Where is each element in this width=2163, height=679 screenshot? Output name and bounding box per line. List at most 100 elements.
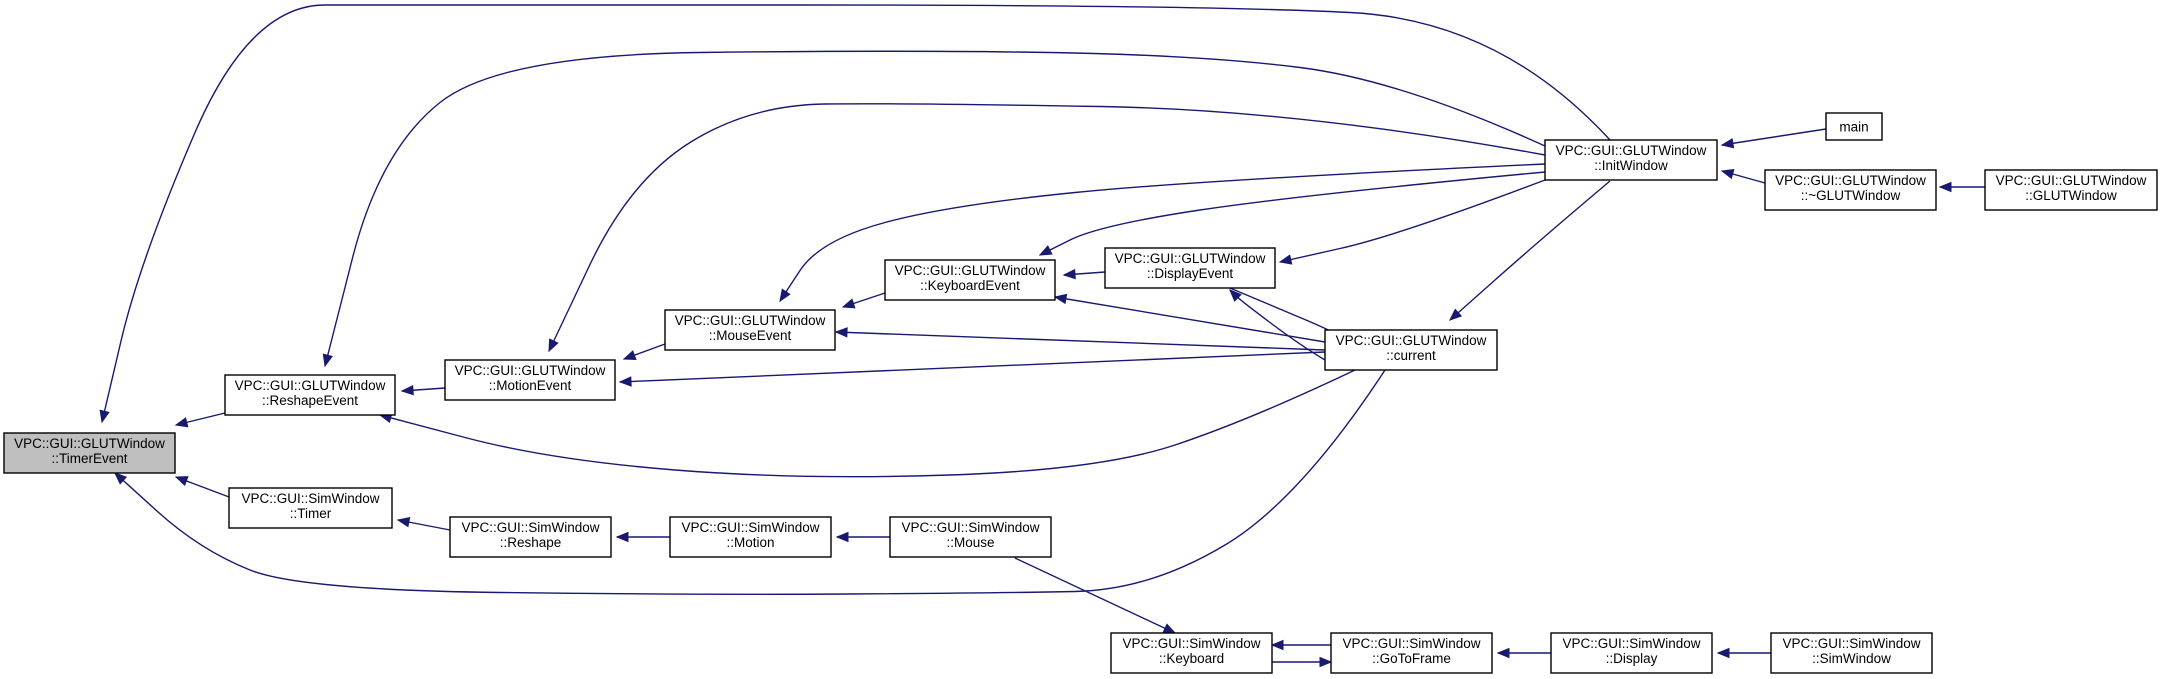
node-label-method: ::MouseEvent	[709, 328, 792, 343]
node-gotoframe[interactable]: VPC::GUI::SimWindow::GoToFrame	[1330, 632, 1493, 674]
arrowhead-icon	[835, 531, 849, 543]
node-main[interactable]: main	[1825, 112, 1883, 141]
arrowhead-icon	[1053, 293, 1068, 305]
arrowhead-icon	[618, 376, 632, 387]
arrowhead-icon	[114, 472, 128, 485]
edge-timerevent-to-timer	[174, 476, 230, 498]
arrowhead-icon	[1319, 656, 1333, 668]
node-current[interactable]: VPC::GUI::GLUTWindow::current	[1324, 329, 1498, 371]
arrowhead-icon	[1229, 289, 1242, 302]
node-label-method: ::TimerEvent	[51, 451, 127, 466]
node-dtor[interactable]: VPC::GUI::GLUTWindow::~GLUTWindow	[1764, 169, 1937, 211]
arrowhead-icon	[99, 409, 110, 424]
node-label-scope: VPC::GUI::SimWindow	[1782, 636, 1920, 651]
node-reshape[interactable]: VPC::GUI::SimWindow::Reshape	[449, 516, 612, 558]
node-display[interactable]: VPC::GUI::SimWindow::Display	[1550, 632, 1713, 674]
node-displayevent[interactable]: VPC::GUI::GLUTWindow::DisplayEvent	[1104, 247, 1276, 289]
arrowhead-icon	[1162, 623, 1177, 634]
arrowhead-icon	[1278, 254, 1293, 265]
node-keyboardevent[interactable]: VPC::GUI::GLUTWindow::KeyboardEvent	[884, 259, 1056, 301]
edge-display-to-simwindow	[1716, 647, 1771, 659]
node-label-method: ::Mouse	[946, 535, 994, 550]
node-label-scope: VPC::GUI::GLUTWindow	[1115, 251, 1266, 266]
node-label-method: ::Reshape	[500, 535, 562, 550]
edge-initwindow-to-main	[1720, 128, 1827, 149]
node-box	[889, 516, 1052, 558]
arrowhead-icon	[1720, 138, 1735, 149]
edge-gotoframe-to-display	[1496, 647, 1551, 659]
edge-gotoframe-to-keyboard	[1272, 656, 1333, 668]
edge-keyboardevent-to-current	[1053, 293, 1326, 343]
node-box	[444, 359, 616, 401]
node-simwindow[interactable]: VPC::GUI::SimWindow::SimWindow	[1770, 632, 1933, 674]
nodes-layer: VPC::GUI::GLUTWindow::TimerEventVPC::GUI…	[3, 112, 2158, 674]
edge-timerevent-to-initwindow	[99, 4, 1611, 424]
node-label-scope: VPC::GUI::GLUTWindow	[1996, 173, 2147, 188]
node-label-scope: main	[1839, 120, 1868, 135]
arrowhead-icon	[841, 298, 856, 309]
node-label-scope: VPC::GUI::SimWindow	[901, 520, 1039, 535]
node-motionevent[interactable]: VPC::GUI::GLUTWindow::MotionEvent	[444, 359, 616, 401]
node-timerevent[interactable]: VPC::GUI::GLUTWindow::TimerEvent	[3, 432, 176, 474]
node-mouse[interactable]: VPC::GUI::SimWindow::Mouse	[889, 516, 1052, 558]
arrowhead-icon	[622, 350, 637, 360]
node-box	[1330, 632, 1493, 674]
arrowhead-icon	[1496, 647, 1510, 659]
arrowhead-icon	[400, 384, 414, 396]
edge-mouseevent-to-current	[834, 327, 1326, 351]
node-label-method: ::ReshapeEvent	[262, 393, 358, 408]
arrowhead-icon	[1449, 308, 1463, 321]
arrowhead-icon	[779, 288, 791, 303]
node-ctor[interactable]: VPC::GUI::GLUTWindow::GLUTWindow	[1984, 169, 2158, 211]
node-initwindow[interactable]: VPC::GUI::GLUTWindow::InitWindow	[1544, 139, 1718, 181]
edge-timerevent-to-reshapeevent	[174, 412, 226, 428]
node-mouseevent[interactable]: VPC::GUI::GLUTWindow::MouseEvent	[664, 309, 836, 351]
node-box	[3, 432, 176, 474]
node-label-method: ::MotionEvent	[489, 378, 572, 393]
node-label-scope: VPC::GUI::SimWindow	[681, 520, 819, 535]
node-label-method: ::Motion	[726, 535, 774, 550]
node-label-scope: VPC::GUI::GLUTWindow	[1336, 333, 1487, 348]
node-box	[1104, 247, 1276, 289]
node-label-scope: VPC::GUI::SimWindow	[241, 491, 379, 506]
node-timer[interactable]: VPC::GUI::SimWindow::Timer	[228, 487, 393, 529]
arrowhead-icon	[834, 327, 848, 338]
node-label-scope: VPC::GUI::SimWindow	[461, 520, 599, 535]
edge-reshapeevent-to-initwindow	[322, 50, 1546, 368]
node-label-scope: VPC::GUI::GLUTWindow	[14, 436, 165, 451]
edge-keyboardevent-to-displayevent	[1062, 268, 1106, 280]
node-box	[669, 516, 832, 558]
node-box	[1770, 632, 1933, 674]
node-box	[1764, 169, 1937, 211]
node-label-method: ::Keyboard	[1159, 651, 1224, 666]
arrowhead-icon	[396, 517, 411, 528]
node-box	[884, 259, 1056, 301]
node-box	[228, 487, 393, 529]
edge-keyboard-to-gotoframe	[1270, 639, 1331, 651]
arrowhead-icon	[1062, 268, 1076, 280]
node-label-scope: VPC::GUI::SimWindow	[1122, 636, 1260, 651]
node-keyboard[interactable]: VPC::GUI::SimWindow::Keyboard	[1110, 632, 1273, 674]
node-reshapeevent[interactable]: VPC::GUI::GLUTWindow::ReshapeEvent	[224, 374, 396, 416]
edge-displayevent-to-initwindow	[1278, 179, 1546, 265]
node-label-scope: VPC::GUI::SimWindow	[1342, 636, 1480, 651]
node-label-method: ::InitWindow	[1594, 158, 1668, 173]
arrowhead-icon	[174, 417, 189, 428]
edges-layer	[99, 4, 1985, 668]
node-label-scope: VPC::GUI::GLUTWindow	[235, 378, 386, 393]
arrowhead-icon	[174, 476, 189, 486]
edge-mouseevent-to-keyboardevent	[841, 292, 886, 309]
node-box	[1110, 632, 1273, 674]
edge-motion-to-mouse	[835, 531, 890, 543]
edge-timerevent-to-current	[114, 369, 1386, 595]
edge-reshapeevent-to-motionevent	[400, 384, 446, 396]
arrowhead-icon	[615, 531, 629, 543]
node-label-method: ::SimWindow	[1812, 651, 1891, 666]
node-label-method: ::GLUTWindow	[2025, 188, 2117, 203]
arrowhead-icon	[1038, 245, 1053, 256]
node-motion[interactable]: VPC::GUI::SimWindow::Motion	[669, 516, 832, 558]
edge-current-to-initwindow	[1449, 180, 1611, 321]
node-label-scope: VPC::GUI::GLUTWindow	[675, 313, 826, 328]
edge-motionevent-to-mouseevent	[622, 343, 666, 360]
